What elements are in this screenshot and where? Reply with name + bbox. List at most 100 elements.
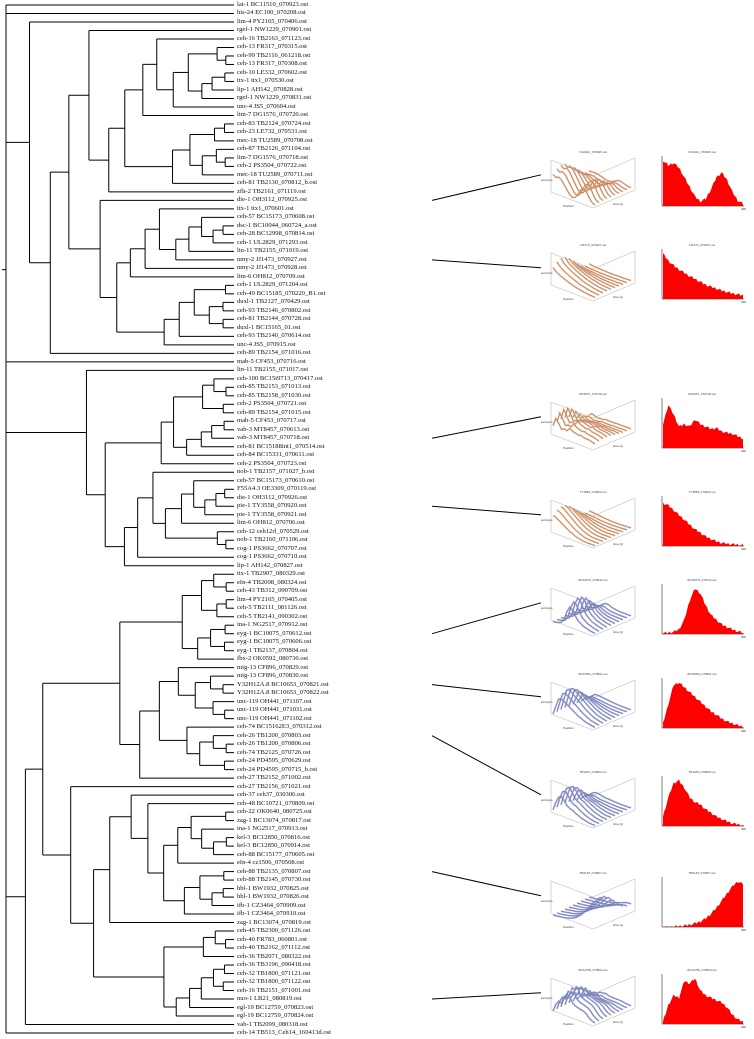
leaf-label: ceh-36 TB3196_090418.ost	[237, 961, 311, 969]
histogram-plot: BC10075_070612.ost 400	[656, 578, 748, 640]
leaf-label: ceh-13 FR317_070308.ost	[237, 60, 307, 68]
surface-plot-title: OH3112_070925.ost	[579, 150, 607, 154]
tree-branch	[431, 684, 542, 698]
tree-branch	[431, 602, 542, 635]
leaf-label: unc-119 OH441_071031.ost	[237, 706, 312, 714]
histogram-title: BC10653_070821.ost	[687, 672, 717, 676]
leaf-label: ceh-99 TB2116_061218.ost	[237, 51, 311, 59]
leaf-label: kel-3 BC12850_070914.ost	[237, 842, 310, 850]
leaf-label: ceh-74 BC15162E3_070312.ost	[237, 723, 322, 731]
surface-axis-label: Position	[563, 925, 574, 929]
leaf-label: vab-3 MT8457_070613.ost	[237, 425, 310, 433]
surface-axis-label: time (s)	[613, 542, 623, 546]
surface-axis-label: time (s)	[613, 724, 623, 728]
leaf-label: ttx-1 ttx1_070601.ost	[237, 204, 294, 212]
histogram-plot: OH3112_070925.ost 400	[656, 150, 748, 212]
leaf-label: hbl-1 BW1932_070826.ost	[237, 893, 309, 901]
leaf-label: lim-4 PY2165_070405.ost	[237, 595, 307, 603]
leaf-label: vab-3 MT8457_070718.ost	[237, 434, 310, 442]
surface-plot-title: TY3558_070920.ost	[579, 490, 607, 494]
leaf-label: pie-1 TY3558_070921.ost	[237, 510, 307, 518]
leaf-label: ceh-93 TB2146_070802.ost	[237, 306, 311, 314]
leaf-label: ceh-81 BC15188int1_070514.ost	[237, 442, 325, 450]
histogram-title: BC10075_070612.ost	[687, 578, 717, 582]
leaf-label: ceh-88 TB2145_070730.ost	[237, 876, 311, 884]
leaf-label: ceh-28 BC12998_070814.ost	[237, 230, 315, 238]
leaf-label: ttx-1 ttx1_070530.ost	[237, 77, 294, 85]
tree-branch	[431, 416, 542, 439]
histogram-area	[663, 978, 743, 1024]
histogram-area	[663, 683, 743, 728]
leaf-label: nuo-1 LB21_080819.ost	[237, 995, 302, 1003]
leaf-label: ceh-74 TB2125_070726.ost	[237, 748, 311, 756]
histogram-area	[663, 589, 743, 634]
leaf-label: ttx-1 TB2907_080329.ost	[237, 570, 306, 578]
leaf-label: ceh-81 TB2130_070812_b.ost	[237, 179, 318, 187]
tree-branch	[431, 259, 542, 269]
leaf-label: unc-4 JS5_070915.ost	[237, 340, 296, 348]
surface-axis-label: embryos	[541, 420, 553, 424]
leaf-label: ceh-2 PS3504_070721.ost	[237, 400, 307, 408]
histogram-x-max: 400	[740, 207, 746, 211]
surface-axis-label: time (s)	[613, 1020, 623, 1024]
leaf-label: lip-1 AH142_070827.ost	[237, 561, 303, 569]
surface-plot-title: JJ1473_070927.ost	[579, 243, 607, 247]
leaf-label: ceh-5 TB2111_081126.ost	[237, 604, 307, 612]
leaf-label: egl-19 BC12759_070823.ost	[237, 1003, 314, 1011]
leaf-label: cog-1 PS3662_070710.ost	[237, 553, 307, 561]
surface-axis-label: time (s)	[613, 202, 623, 206]
leaf-label: Y32H12A.8 BC10653_070821.ost	[237, 680, 329, 688]
leaf-label: ceh-85 TB2158_071030.ost	[237, 391, 311, 399]
leaf-label: unc-119 OH441_071107.ost	[237, 697, 312, 705]
histogram-x-max: 400	[740, 635, 746, 639]
leaf-label: kel-3 BC12850_070816.ost	[237, 833, 310, 841]
surface-axis-label: embryos	[541, 271, 553, 275]
leaf-label: ceh-57 BC15173_070610.ost	[237, 476, 315, 484]
leaf-label: zag-1 BC13074_070817.ost	[237, 816, 311, 824]
histogram-area	[663, 779, 743, 826]
leaf-label: ifb-1 CZ3464_070910.ost	[237, 910, 306, 918]
leaf-label: lim-7 DG1576_070720.ost	[237, 111, 309, 119]
leaf-label: ceh-26 TB1200_070806.ost	[237, 740, 311, 748]
histogram-title: OH3112_070925.ost	[688, 150, 716, 154]
surface-axis-label: Position	[563, 632, 574, 636]
histogram-x-max: 400	[740, 928, 746, 932]
leaf-label: eyg-1 TB2137_070804.ost	[237, 646, 308, 654]
leaf-label: mec-18 TU2589_070708.ost	[237, 136, 313, 144]
leaf-label: ceh-48 BC10721_070809.ost	[237, 799, 315, 807]
surface-axis-label: Position	[563, 726, 574, 730]
surface-axis-label: Position	[563, 824, 574, 828]
tree-branch	[431, 735, 542, 796]
leaf-label: unc-4 JS5_070604.ost	[237, 102, 296, 110]
leaf-label: hbl-1 BW1932_070825.ost	[237, 884, 309, 892]
leaf-label: ceh-83 TB2124_070724.ost	[237, 119, 311, 127]
histogram-title: TB1200_070803.ost	[688, 770, 716, 774]
surface-axis-label: embryos	[541, 518, 553, 522]
leaf-label: ceh-14 TB513_Ceh14_160413d.ost	[237, 1029, 332, 1036]
histogram-title: TY3558_070920.ost	[688, 490, 716, 494]
leaf-label: ina-1 NG2517_070912.ost	[237, 621, 308, 629]
histogram-x-max: 400	[740, 1025, 746, 1029]
leaf-label: nob-1 TB2160_071106.ost	[237, 536, 308, 544]
leaf-label: mab-5 CF453_070717.ost	[237, 417, 306, 425]
tree-branch	[431, 871, 542, 897]
leaf-label: ceh-5 TB2141_090302.ost	[237, 612, 308, 620]
leaf-label: lim-7 DG1576_070718.ost	[237, 153, 309, 161]
leaf-label: mab-5 CF453_070716.ost	[237, 357, 306, 365]
leaf-label: ceh-89 TB2154_071016.ost	[237, 349, 311, 357]
leaf-label: ceh-88 BC15177_070605.ost	[237, 850, 315, 858]
histogram-x-max: 400	[740, 449, 746, 453]
surface-plot-title: TB2135_070807.ost	[579, 871, 607, 875]
surface-axis-label: embryos	[541, 700, 553, 704]
leaf-label: zfh-2 TB2161_071119.ost	[237, 187, 306, 195]
